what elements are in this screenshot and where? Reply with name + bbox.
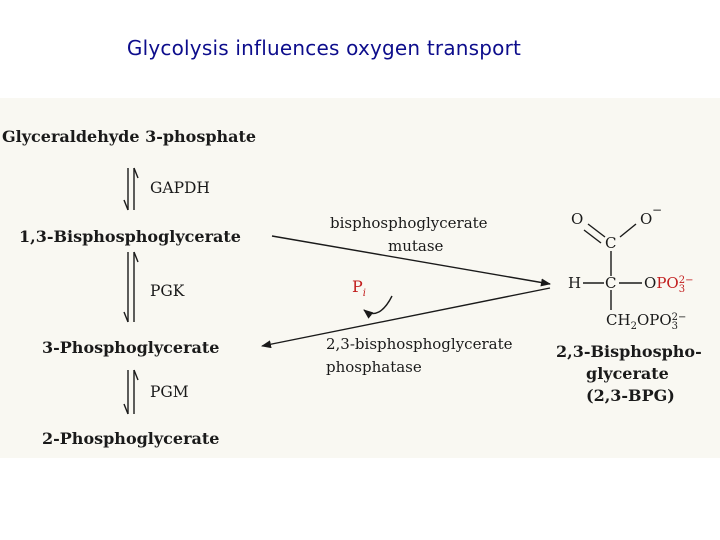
atom-o-carboxylate: O [640,210,653,228]
bpg-structure-bonds [583,223,642,310]
pgm-equilibrium-arrow [123,369,139,415]
atom-c-alpha: C [605,274,617,292]
enzyme-mutase-line2: mutase [388,237,444,255]
pathway-diagram: Glyceraldehyde 3-phosphate 1,3-Bisphosph… [0,98,720,458]
gapdh-equilibrium-arrow [123,167,139,211]
enzyme-pgm: PGM [150,383,189,401]
charge-carboxylate: − [652,203,663,217]
slide-title: Glycolysis influences oxygen transport [126,36,522,60]
metabolite-2-phosphoglycerate: 2-Phosphoglycerate [42,429,220,448]
pi-release-arrow [363,295,393,319]
atom-o-carbonyl: O [571,210,584,228]
enzyme-phosphatase-line1: 2,3-bisphosphoglycerate [326,335,513,353]
enzyme-pgk: PGK [150,282,185,300]
product-name-line3: (2,3-BPG) [586,386,675,405]
product-name-line2: glycerate [586,364,669,383]
pgk-equilibrium-arrow [123,251,139,323]
enzyme-gapdh: GAPDH [150,179,210,197]
inorganic-phosphate-label: Pi [352,277,366,300]
metabolite-glyceraldehyde-3-phosphate: Glyceraldehyde 3-phosphate [2,127,257,146]
atom-c-carboxyl: C [605,234,617,252]
product-name-line1: 2,3-Bisphospho- [556,342,702,361]
mutase-arrow [271,235,551,287]
metabolite-3-phosphoglycerate: 3-Phosphoglycerate [42,338,220,357]
phosphatase-arrow [261,287,551,349]
metabolite-1-3-bisphosphoglycerate: 1,3-Bisphosphoglycerate [19,227,241,246]
atom-h: H [568,274,582,292]
enzyme-phosphatase-line2: phosphatase [326,358,422,376]
enzyme-mutase-line1: bisphosphoglycerate [330,214,488,232]
arrows-layer [123,167,642,415]
